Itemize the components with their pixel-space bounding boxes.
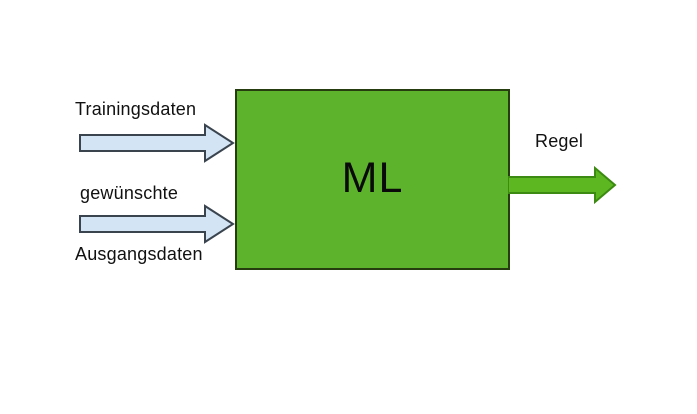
right-block-arrow-icon: [508, 165, 617, 205]
right-block-arrow-icon: [79, 204, 235, 244]
label-trainingsdaten: Trainingsdaten: [75, 99, 197, 119]
label-regel: Regel: [535, 131, 584, 151]
input-arrow-trainingsdaten-icon: [79, 123, 235, 163]
label-gewuenschte: gewünschte: [80, 183, 179, 203]
label-ausgangsdaten: Ausgangsdaten: [75, 244, 203, 264]
output-arrow-regel-icon: [508, 165, 617, 205]
ml-box: ML: [235, 89, 510, 270]
input-arrow-ausgangsdaten-icon: [79, 204, 235, 244]
ml-box-label: ML: [341, 154, 404, 202]
right-block-arrow-icon: [79, 123, 235, 163]
